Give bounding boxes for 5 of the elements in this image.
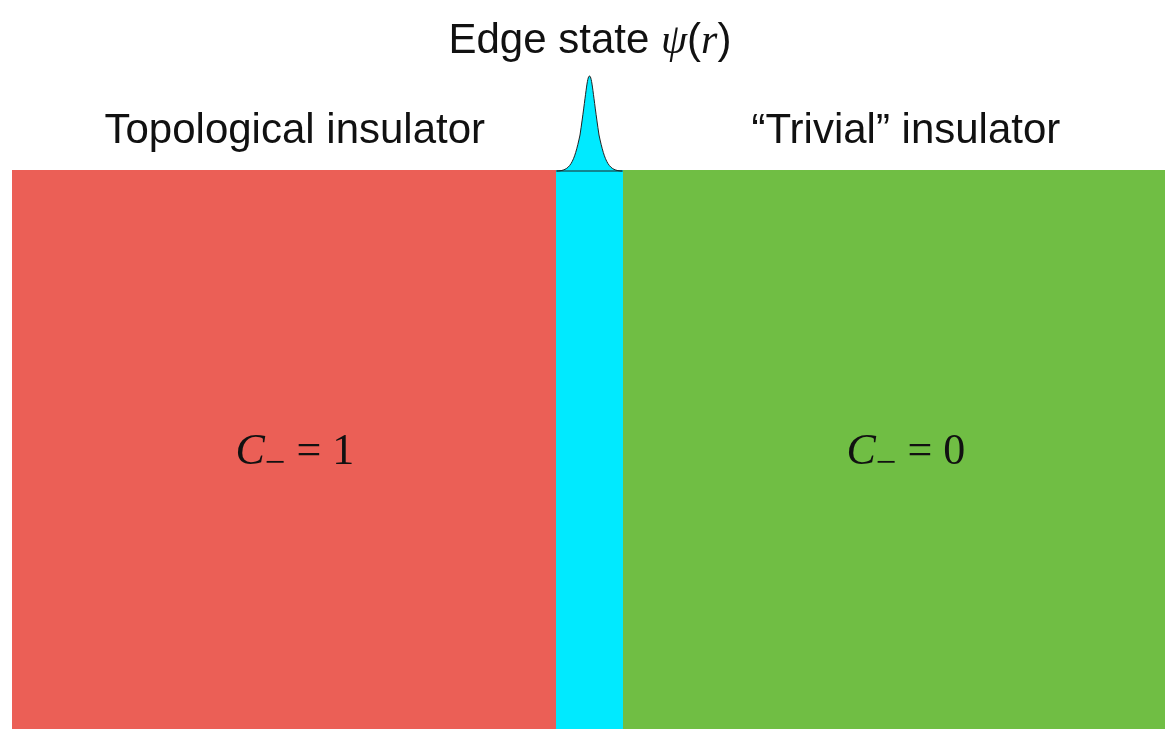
chern-number-label: C$_{−}$ = 1 — [235, 428, 355, 481]
region-heading: Topological insulator — [104, 108, 486, 150]
chern-number-label: C$_{−}$ = 0 — [846, 428, 966, 481]
region-heading: Edge state ψ(r) — [448, 18, 732, 60]
region-heading: “Trivial” insulator — [751, 108, 1061, 150]
